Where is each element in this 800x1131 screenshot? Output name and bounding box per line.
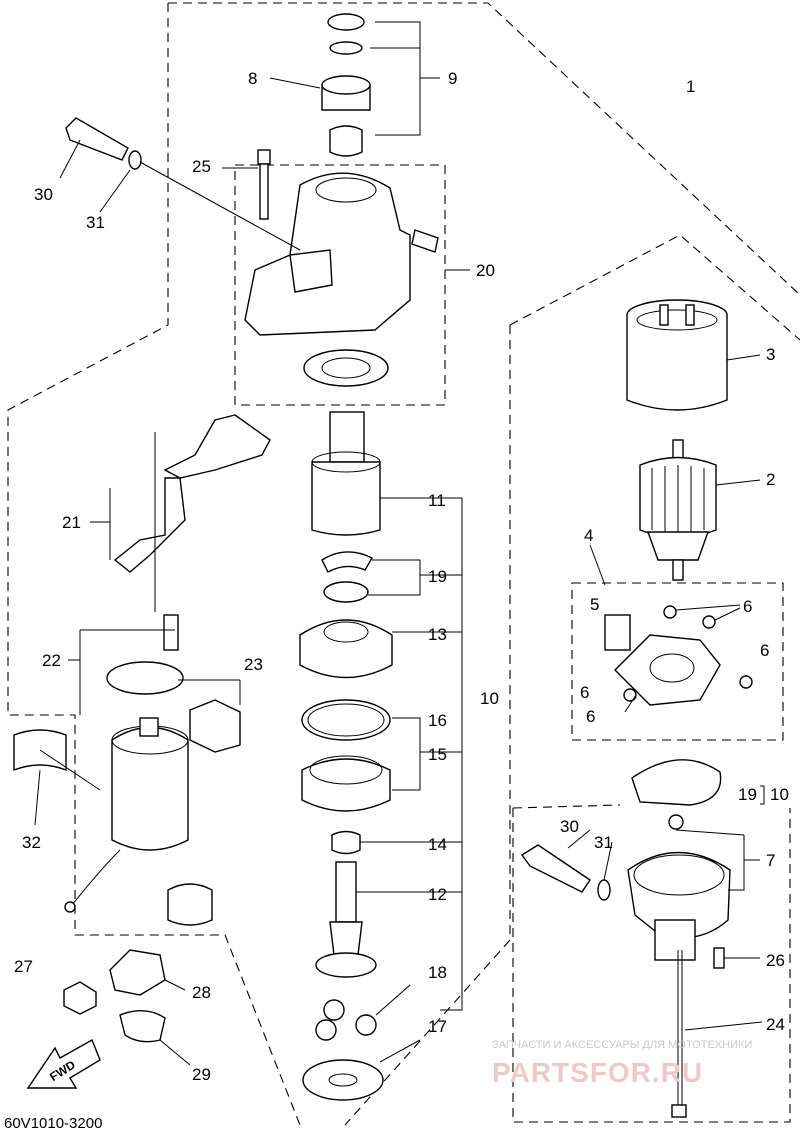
callout-27: 27 (14, 957, 33, 976)
callout-18: 18 (428, 963, 447, 982)
callout-19b: 19 (738, 785, 757, 804)
callout-31b: 31 (594, 833, 613, 852)
callout-11: 11 (428, 491, 446, 510)
callout-29: 29 (192, 1065, 211, 1084)
callout-15: 15 (428, 745, 447, 764)
bolt-washer-right-30-31 (520, 829, 613, 901)
bushing-part-14 (331, 830, 462, 855)
boot-part (167, 883, 213, 926)
clip-washer-part-19 (321, 551, 462, 603)
part-code: 60V1010-3200 (4, 1115, 102, 1131)
callout-7: 7 (766, 851, 775, 870)
plate-part-17 (302, 1039, 421, 1101)
watermark-logo-text: PARTSFOR.RU (492, 1057, 703, 1088)
clip-part-29 (119, 1010, 191, 1066)
solenoid-part-22 (64, 614, 189, 913)
watermark-tagline: ЗАПЧАСТИ И АКСЕССУАРЫ ДЛЯ МОТОТЕХНИКИ (492, 1039, 752, 1051)
callout-1: 1 (686, 77, 695, 96)
shaft-part-12 (315, 861, 462, 978)
callout-24: 24 (766, 1015, 785, 1034)
callout-14: 14 (428, 835, 447, 854)
callout-25: 25 (192, 157, 211, 176)
shaft-part-11 (311, 411, 462, 536)
callout-30a: 30 (34, 185, 53, 204)
shift-lever-part-21 (90, 414, 271, 612)
callout-28: 28 (192, 983, 211, 1002)
callout-labels: 1 2 3 4 5 6 6 6 6 7 8 9 10 19 10 11 12 1… (14, 69, 789, 1084)
callout-20: 20 (476, 261, 495, 280)
callout-6c: 6 (580, 683, 589, 702)
assembly-boundaries (7, 2, 800, 1126)
bolt-part-25 (222, 149, 271, 220)
rubber-parts-23 (178, 679, 241, 753)
callout-32: 32 (22, 833, 41, 852)
long-bolt-part-24 (671, 950, 763, 1118)
callout-2: 2 (766, 470, 775, 489)
callout-31a: 31 (86, 213, 105, 232)
callout-23: 23 (244, 655, 263, 674)
brush-holder-part-4 (589, 544, 753, 713)
callout-5: 5 (590, 595, 599, 614)
callout-17: 17 (428, 1017, 447, 1036)
callout-22: 22 (42, 651, 61, 670)
yoke-part-3 (626, 299, 761, 411)
bracket-19-10 (760, 785, 765, 805)
callout-8: 8 (248, 69, 257, 88)
callout-21: 21 (62, 513, 81, 532)
callout-13: 13 (428, 625, 447, 644)
screw-part-26 (713, 947, 760, 969)
planet-gears-part-18 (315, 984, 411, 1041)
callout-10a: 10 (480, 689, 499, 708)
fwd-arrow (26, 1038, 101, 1089)
ring-gear-part-15-16 (301, 699, 462, 812)
callout-26: 26 (766, 951, 785, 970)
callout-6b: 6 (760, 641, 769, 660)
callout-12: 12 (428, 885, 447, 904)
rear-cover-part-7 (627, 759, 760, 961)
callout-6a: 6 (743, 597, 752, 616)
callout-4: 4 (584, 526, 593, 545)
pinion-part-8 (269, 13, 440, 157)
nut-part-27 (63, 981, 97, 1015)
callout-10b: 10 (770, 785, 789, 804)
armature-part-2 (639, 439, 761, 581)
front-housing-part-20 (244, 172, 470, 336)
callout-30b: 30 (560, 817, 579, 836)
callout-3: 3 (766, 345, 775, 364)
bolt-washer-left-30-31 (59, 117, 301, 251)
bearing-ring (303, 349, 389, 387)
callout-19a: 19 (428, 567, 447, 586)
terminal-part-28 (109, 949, 186, 996)
assembly-10-bracket (440, 498, 463, 1011)
cover-part-32 (13, 729, 101, 826)
callout-6d: 6 (586, 707, 595, 726)
callout-9: 9 (448, 69, 457, 88)
callout-16: 16 (428, 711, 447, 730)
planet-carrier-part-13 (299, 619, 462, 679)
